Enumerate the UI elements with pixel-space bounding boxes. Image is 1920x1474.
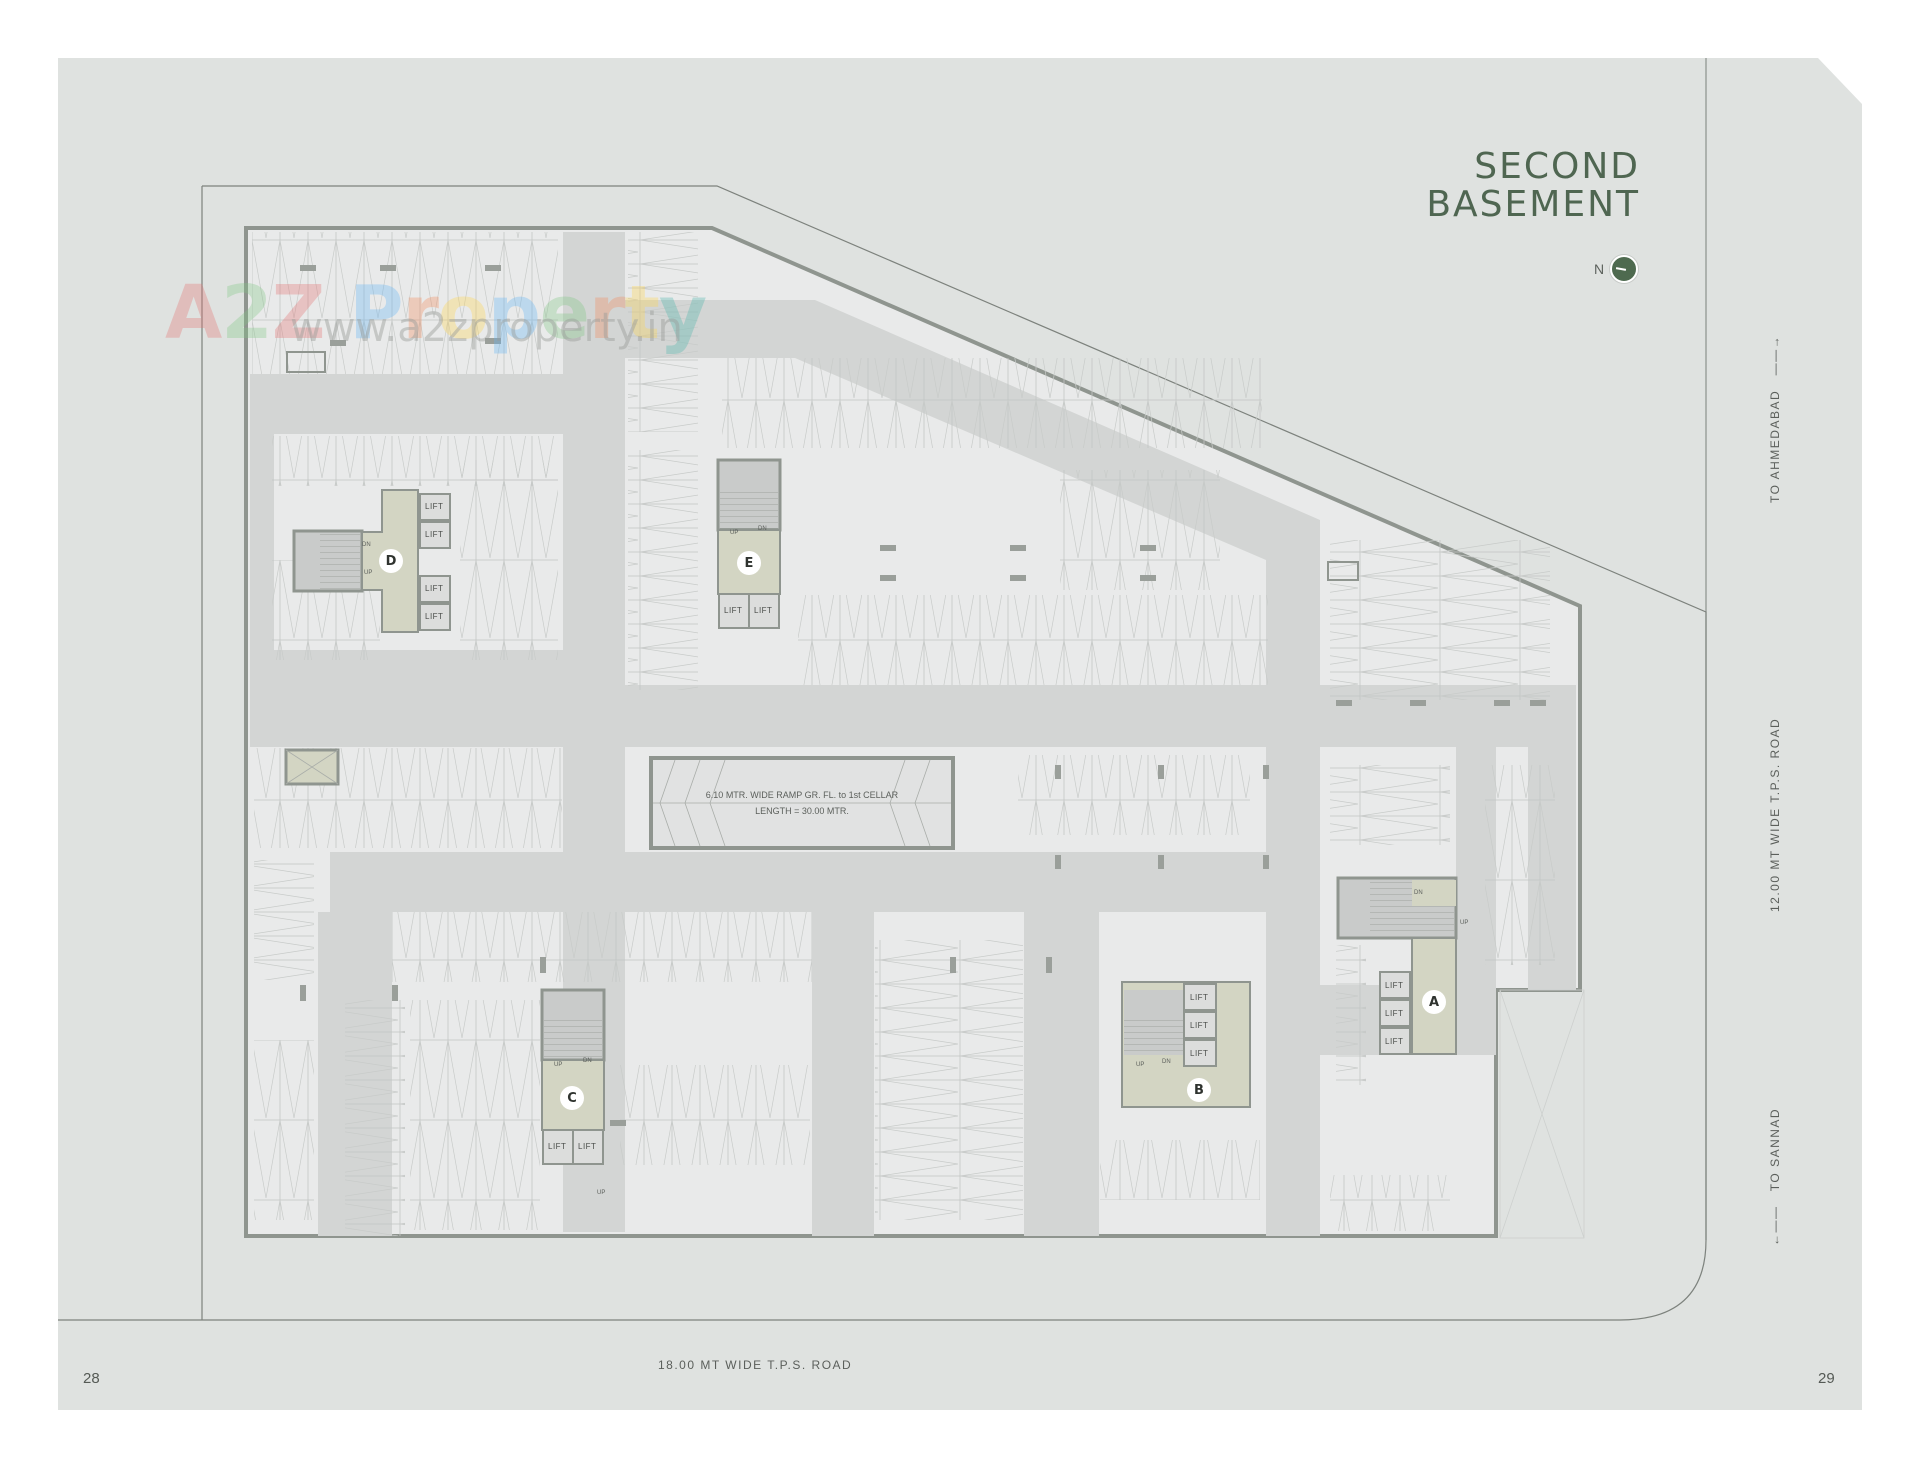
lift-label: LIFT — [425, 612, 444, 621]
core-label-b: B — [1187, 1078, 1211, 1102]
stair-label: UP — [730, 530, 739, 536]
stair-label: UP — [364, 570, 373, 576]
lift-label: LIFT — [1190, 1049, 1209, 1058]
direction-to-ahmedabad: TO AHMEDABAD ——→ — [1768, 335, 1782, 503]
stair-label: DN — [758, 526, 767, 532]
core-label-d: D — [379, 549, 403, 573]
lift-label: LIFT — [425, 584, 444, 593]
direction-to-sannad-label: TO SANNAD — [1768, 1107, 1782, 1192]
lift-label: LIFT — [1385, 1037, 1404, 1046]
page-number-left: 28 — [83, 1370, 100, 1387]
stair-label: DN — [583, 1058, 592, 1064]
stair-label: UP — [554, 1062, 563, 1068]
core-E — [716, 458, 782, 629]
lift-label: LIFT — [1190, 993, 1209, 1002]
ramp-label-line2: LENGTH = 30.00 MTR. — [755, 806, 849, 816]
arrow-right-icon: ——→ — [1768, 334, 1782, 386]
core-D — [292, 489, 451, 633]
stair-label: UP — [1136, 1062, 1145, 1068]
lift-label: LIFT — [1385, 1009, 1404, 1018]
core-label-a: A — [1422, 990, 1446, 1014]
plan-title-line1: SECOND — [1474, 146, 1640, 187]
plan-title: SECOND BASEMENT — [1426, 148, 1640, 224]
road-label-bottom: 18.00 MT WIDE T.P.S. ROAD — [658, 1358, 853, 1372]
ramp — [649, 756, 955, 850]
columns — [300, 265, 1546, 1126]
lift-label: LIFT — [754, 606, 773, 615]
ramp-label: 6.10 MTR. WIDE RAMP GR. FL. to 1st CELLA… — [651, 785, 953, 817]
plan-title-line2: BASEMENT — [1426, 184, 1640, 225]
core-label-c: C — [560, 1086, 584, 1110]
north-indicator: N — [1594, 255, 1639, 283]
north-label: N — [1594, 261, 1605, 277]
road-label-right: 12.00 MT WIDE T.P.S. ROAD — [1768, 717, 1782, 912]
stair-label: DN — [362, 542, 371, 548]
lift-label: LIFT — [578, 1142, 597, 1151]
direction-to-sannad: ←—— TO SANNAD — [1768, 1108, 1782, 1246]
stair-label: DN — [1414, 890, 1423, 896]
lift-label: LIFT — [425, 502, 444, 511]
lift-label: LIFT — [724, 606, 743, 615]
core-C — [540, 988, 606, 1165]
lift-label: LIFT — [1385, 981, 1404, 990]
ramp-up-label: UP — [597, 1190, 606, 1196]
core-A — [1336, 876, 1458, 1055]
parking-stalls — [252, 232, 1585, 1239]
lift-label: LIFT — [1190, 1021, 1209, 1030]
north-arrow-icon — [1610, 255, 1639, 283]
direction-to-ahmedabad-label: TO AHMEDABAD — [1768, 389, 1782, 503]
lift-label: LIFT — [425, 530, 444, 539]
lift-label: LIFT — [548, 1142, 567, 1151]
core-B — [1121, 981, 1251, 1108]
stair-label: DN — [1162, 1059, 1171, 1065]
ramp-label-line1: 6.10 MTR. WIDE RAMP GR. FL. to 1st CELLA… — [705, 790, 899, 800]
stair-label: UP — [1460, 920, 1469, 926]
core-label-e: E — [737, 551, 761, 575]
arrow-left-icon: ←—— — [1768, 1195, 1782, 1247]
page-number-right: 29 — [1818, 1370, 1835, 1387]
